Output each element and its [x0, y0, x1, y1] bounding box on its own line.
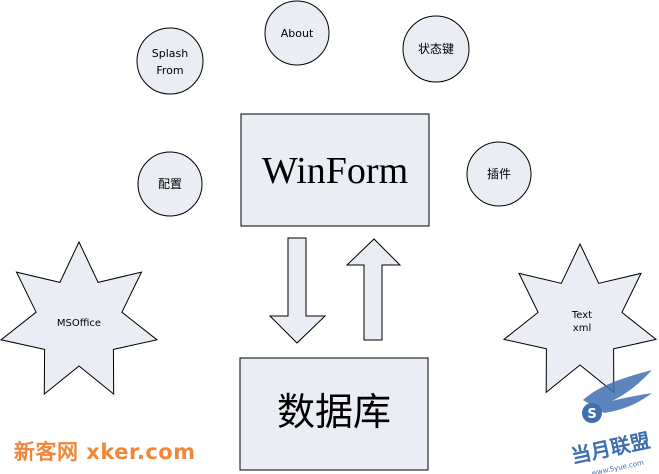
splash-from-node: Splash From [136, 27, 204, 95]
plugin-node: 插件 [466, 141, 532, 207]
about-label: About [281, 27, 314, 40]
wing-icon [583, 370, 652, 413]
watermark-logo: S 当月联盟 www.5yue.com [569, 370, 652, 474]
config-node: 配置 [137, 151, 203, 217]
down-arrow-icon [268, 237, 327, 344]
splash-from-label-line2: From [156, 64, 183, 77]
config-label: 配置 [158, 177, 182, 191]
watermark-site-text: 新客网 xker.com [14, 440, 196, 464]
status-key-node: 状态键 [402, 15, 470, 83]
s-badge-letter: S [587, 407, 596, 422]
msoffice-node: MSOffice [0, 240, 159, 396]
plugin-label: 插件 [487, 167, 511, 181]
winform-label: WinForm [262, 150, 408, 192]
s-badge-icon [582, 403, 602, 423]
msoffice-label: MSOffice [57, 318, 101, 329]
winform-node: WinForm [240, 113, 430, 227]
status-key-label: 状态键 [418, 42, 454, 56]
text-xml-label-line2: xml [573, 323, 591, 334]
database-label: 数据库 [277, 392, 391, 434]
up-arrow-icon [345, 238, 402, 341]
text-xml-node: Text xml [502, 242, 658, 394]
about-node: About [264, 0, 330, 66]
splash-from-label-line1: Splash [152, 47, 188, 60]
text-xml-label-line1: Text [571, 310, 592, 321]
database-node: 数据库 [239, 357, 429, 471]
